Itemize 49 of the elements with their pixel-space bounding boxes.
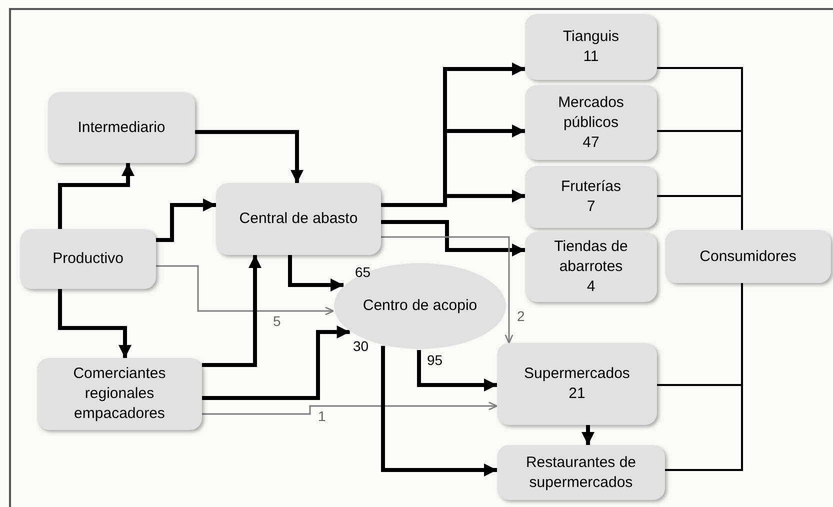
process-box xyxy=(665,230,831,283)
node-label: Central de abasto xyxy=(238,209,359,229)
count-text: 47 xyxy=(582,132,600,152)
process-box xyxy=(216,183,381,255)
arrow xyxy=(156,265,334,316)
node-label: Intermediario xyxy=(76,118,166,138)
arrow xyxy=(58,163,134,229)
arrow xyxy=(202,326,350,400)
count-text: 21 xyxy=(568,384,586,404)
process-box xyxy=(497,343,657,425)
count-text: 11 xyxy=(582,47,600,67)
arrow xyxy=(417,350,497,392)
count-text: 7 xyxy=(586,197,596,217)
edge-label: 95 xyxy=(427,352,443,368)
node-label: Tiendas de abarrotes xyxy=(553,237,629,277)
node-label: Restaurantes de supermercados xyxy=(524,452,638,492)
arrow xyxy=(58,289,132,358)
edge-label: 1 xyxy=(318,408,326,424)
ellipse-node xyxy=(333,262,507,350)
count-text: 4 xyxy=(586,277,596,297)
node-label: Productivo xyxy=(52,249,124,269)
edge-label: 30 xyxy=(353,338,369,354)
process-box xyxy=(497,445,665,500)
process-box xyxy=(48,92,195,163)
arrow xyxy=(381,236,514,344)
arrow xyxy=(381,220,525,256)
node-label: Comerciantes regionales empacadores xyxy=(72,364,167,424)
arrow xyxy=(156,198,216,242)
arrow xyxy=(582,425,594,445)
arrow xyxy=(202,255,262,367)
node-label: Mercados públicos xyxy=(557,92,625,132)
process-box xyxy=(525,232,657,302)
edge-label: 5 xyxy=(273,313,281,329)
arrow xyxy=(288,255,344,292)
node-label: Tianguis xyxy=(562,27,620,47)
edge-label: 2 xyxy=(517,308,525,324)
edge-label: 65 xyxy=(355,264,371,280)
node-label: Consumidores xyxy=(698,246,798,266)
arrow xyxy=(381,346,497,476)
node-label: Centro de acopio xyxy=(362,296,478,316)
arrow xyxy=(195,130,304,183)
process-box xyxy=(525,14,657,80)
node-label: Fruterías xyxy=(560,177,622,197)
node-label: Supermercados xyxy=(523,364,631,384)
process-box xyxy=(20,229,156,289)
process-box xyxy=(525,166,657,228)
process-box xyxy=(37,358,202,430)
arrow xyxy=(202,402,498,415)
process-box xyxy=(525,85,657,160)
